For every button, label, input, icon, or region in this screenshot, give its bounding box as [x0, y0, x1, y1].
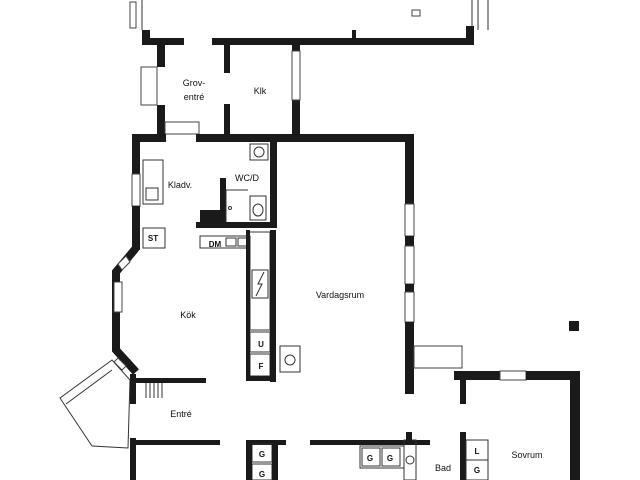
label-kladv: Kladv. [168, 180, 192, 190]
label-g-1: G [259, 450, 265, 459]
label-grov-2: entré [184, 92, 205, 102]
label-g-5: G [474, 466, 480, 475]
label-bad: Bad [435, 463, 451, 473]
label-u: U [258, 340, 264, 349]
wc-walls [196, 142, 277, 228]
kitchen-counters [142, 159, 301, 382]
label-st: ST [148, 234, 158, 243]
upper-structure [129, 0, 489, 45]
label-g-4: G [387, 454, 393, 463]
label-grov-1: Grov- [183, 78, 206, 88]
entry-block [140, 45, 301, 141]
label-l: L [475, 447, 480, 456]
bay-wall [112, 245, 140, 375]
entrance-walls [59, 359, 430, 480]
label-g-2: G [259, 470, 265, 479]
label-g-3: G [367, 454, 373, 463]
label-klk: Klk [254, 86, 267, 96]
label-wcd: WC/D [235, 173, 259, 183]
label-dm: DM [209, 240, 222, 249]
label-f: F [259, 362, 264, 371]
main-walls [131, 134, 579, 394]
label-kok: Kök [180, 310, 196, 320]
label-sovrum: Sovrum [511, 450, 542, 460]
bath-bed-walls [359, 370, 580, 480]
label-entre: Entré [170, 409, 192, 419]
label-vardagsrum: Vardagsrum [316, 290, 364, 300]
